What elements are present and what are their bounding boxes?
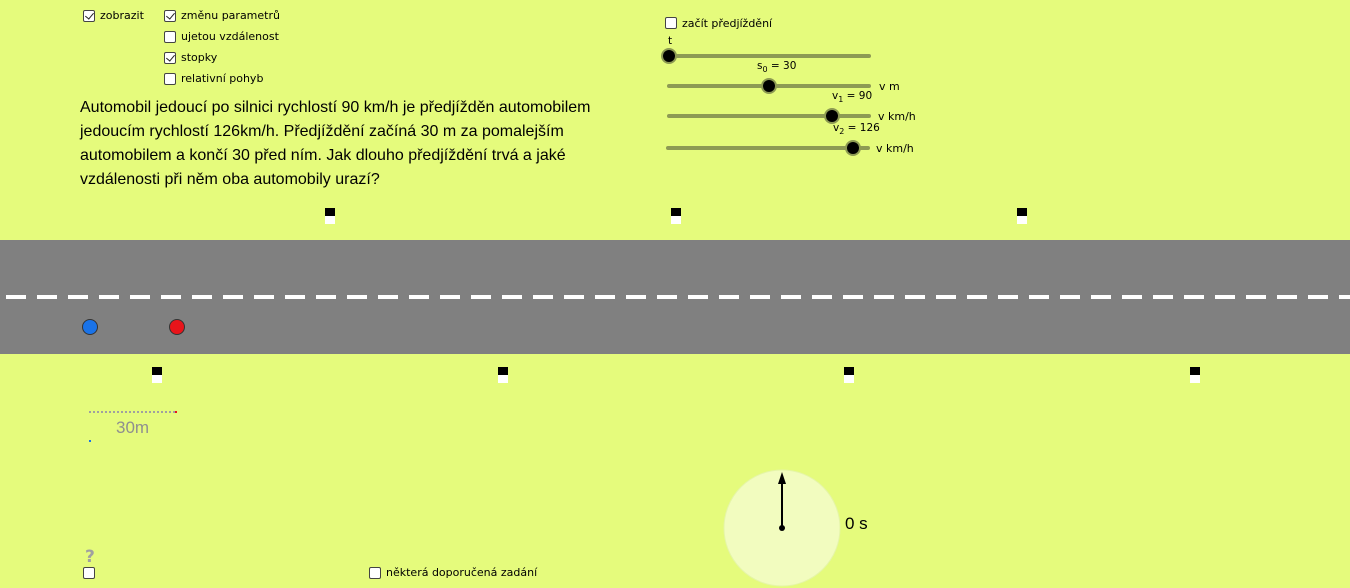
slider-v2-track[interactable] [666, 146, 870, 150]
slider-s0-caption: s0 = 30 [757, 60, 796, 74]
distance-marker [1190, 367, 1200, 383]
task-text: Automobil jedoucí po silnici rychlostí 9… [80, 99, 591, 188]
show-label: zobrazit [100, 9, 144, 22]
slider-v2-name: v [833, 122, 840, 134]
stopwatch [723, 469, 841, 587]
param-change-label: změnu parametrů [181, 9, 280, 22]
slider-s0-sub: 0 [762, 65, 768, 75]
distance-value-label: 30m [116, 418, 150, 437]
show-checkbox[interactable] [83, 10, 95, 22]
slider-t-knob[interactable] [663, 50, 675, 62]
slider-s0-value: = 30 [767, 60, 797, 72]
distance-label: ujetou vzdálenost [181, 30, 279, 43]
lane-divider [6, 295, 1350, 299]
slider-v1-caption: v1 = 90 [832, 90, 872, 104]
slider-v1-track[interactable] [667, 114, 871, 118]
start-overtake-label: začít předjíždění [682, 17, 773, 30]
param-change-checkbox[interactable] [164, 10, 176, 22]
slider-v1-name: v [832, 90, 839, 102]
slider-v1-value: = 90 [843, 90, 873, 102]
blue-start-dot [89, 440, 91, 442]
blue-car[interactable] [82, 319, 98, 335]
slider-v2-sub: 2 [839, 127, 845, 137]
distance-dotted-line [89, 411, 175, 413]
recommended-checkbox[interactable] [369, 567, 381, 579]
slider-v1-sub: 1 [838, 95, 844, 105]
relative-motion-checkbox[interactable] [164, 73, 176, 85]
slider-s0-name: s [757, 60, 763, 72]
start-overtake-checkbox[interactable] [665, 17, 677, 29]
distance-marker [498, 367, 508, 383]
distance-checkbox[interactable] [164, 31, 176, 43]
slider-t-track[interactable] [668, 54, 871, 58]
slider-v2-value: = 126 [844, 122, 880, 134]
distance-marker [325, 208, 335, 224]
help-mark: ? [85, 547, 95, 567]
slider-v1-unit: v km/h [878, 110, 916, 123]
red-car[interactable] [169, 319, 185, 335]
distance-marker [844, 367, 854, 383]
help-checkbox[interactable] [83, 567, 95, 579]
distance-marker [152, 367, 162, 383]
slider-s0-knob[interactable] [762, 80, 775, 92]
slider-v1-knob[interactable] [825, 110, 838, 122]
distance-marker [1017, 208, 1027, 224]
relative-motion-label: relativní pohyb [181, 72, 264, 85]
stopwatch-checkbox[interactable] [164, 52, 176, 64]
slider-v2-knob[interactable] [846, 142, 859, 154]
recommended-label: některá doporučená zadání [386, 566, 538, 579]
slider-v2-caption: v2 = 126 [833, 122, 880, 136]
slider-t-caption: t [668, 35, 673, 47]
stopwatch-label: stopky [181, 51, 218, 64]
distance-end-dot [175, 411, 177, 413]
distance-marker [671, 208, 681, 224]
slider-v2-unit: v km/h [876, 142, 914, 155]
stopwatch-time: 0 s [845, 514, 868, 533]
slider-s0-unit: v m [879, 80, 900, 93]
